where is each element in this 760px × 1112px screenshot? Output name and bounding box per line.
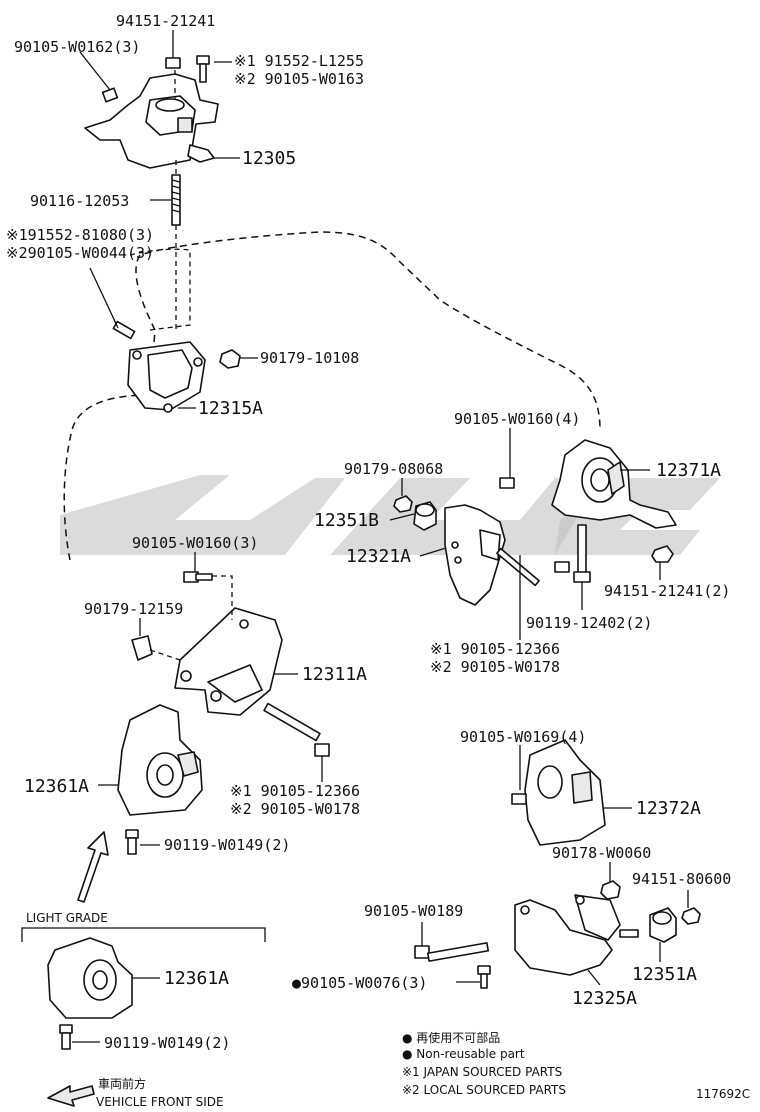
bolt-icon-90105-W0160-3 (183, 571, 213, 583)
label-12351B: 12351B (314, 510, 379, 531)
label-90105-12366-b: ※1 90105-12366 (230, 782, 360, 800)
label-90105-W0162: 90105-W0162(3) (14, 38, 140, 56)
engine-outline-inner (129, 248, 191, 331)
front-direction-arrow-icon (77, 831, 109, 903)
label-12311A: 12311A (302, 664, 367, 685)
label-90105-W0160-4: 90105-W0160(4) (454, 410, 580, 428)
label-90179-10108: 90179-10108 (260, 349, 359, 367)
bolt-icon-12315A (112, 320, 136, 340)
label-90105-W0178-a: ※2 90105-W0178 (430, 658, 560, 676)
nut-icon-90179-12159 (131, 635, 153, 661)
label-90119-12402: 90119-12402(2) (526, 614, 652, 632)
label-90105-12366-a: ※1 90105-12366 (430, 640, 560, 658)
legend: ● 再使用不可部品 ● Non-reusable part ※1 JAPAN S… (402, 1030, 566, 1097)
bolt-icon-90119-W0149 (125, 829, 139, 855)
nut-icon-top (165, 57, 181, 69)
label-191552-81080: ※191552-81080(3) (6, 226, 154, 244)
bracket-12325A (514, 894, 621, 976)
bolt-icon-90105-W0189 (414, 942, 490, 962)
label-94151-21241-2: 94151-21241(2) (604, 582, 730, 600)
mount-12361A-light (47, 937, 133, 1019)
label-12325A: 12325A (572, 988, 637, 1009)
label-12372A: 12372A (636, 798, 701, 819)
bolt-icon-90105-W0076 (477, 965, 491, 989)
label-90105-W0160-3: 90105-W0160(3) (132, 534, 258, 552)
engine-outline (63, 231, 601, 561)
vehicle-front-arrow-icon (47, 1085, 95, 1107)
label-90105-W0169: 90105-W0169(4) (460, 728, 586, 746)
label-12321A: 12321A (346, 546, 411, 567)
label-91552-L1255: ※1 91552-L1255 (234, 52, 364, 70)
label-90105-W0178-b: ※2 90105-W0178 (230, 800, 360, 818)
label-90105-W0044: ※290105-W0044(3) (6, 244, 154, 262)
figure-id: 117692C (696, 1087, 750, 1101)
bracket-12311A (174, 607, 283, 716)
label-12371A: 12371A (656, 460, 721, 481)
bracket-dash-lines (149, 575, 233, 661)
part-labels: 94151-21241 90105-W0162(3) ※1 91552-L125… (6, 12, 731, 1052)
label-12305: 12305 (242, 148, 296, 169)
top-mount-dash-lines (174, 70, 177, 330)
mount-12372A (524, 739, 606, 846)
label-90105-W0189: 90105-W0189 (364, 902, 463, 920)
legend-nonreusable-en: ● Non-reusable part (402, 1047, 525, 1061)
label-90179-12159: 90179-12159 (84, 600, 183, 618)
label-90116-12053: 90116-12053 (30, 192, 129, 210)
nut-icon-94151-21241-2 (651, 545, 674, 563)
stud-icon-12325A (619, 929, 639, 938)
legend-local-sourced: ※2 LOCAL SOURCED PARTS (402, 1083, 566, 1097)
leader-lines (72, 30, 689, 1043)
front-side-jp: 車両前方 (98, 1076, 146, 1091)
label-90105-W0076: ●90105-W0076(3) (292, 974, 427, 992)
nut-icon-90178-W0060 (600, 880, 621, 900)
bolt-icon-90119-W0149-light (59, 1024, 73, 1050)
label-12351A: 12351A (632, 964, 697, 985)
bolt-icon-90119-12402 (573, 524, 591, 583)
label-94151-80600: 94151-80600 (632, 870, 731, 888)
label-12361A: 12361A (24, 776, 89, 797)
label-90105-W0163: ※2 90105-W0163 (234, 70, 364, 88)
mount-12371A (551, 439, 677, 529)
nut-icon-90179-08068 (393, 495, 413, 513)
label-90179-08068: 90179-08068 (344, 460, 443, 478)
stud-icon-90116 (171, 174, 181, 226)
bolt-icon-90105-W0160-4 (499, 477, 515, 489)
front-side-en: VEHICLE FRONT SIDE (96, 1095, 224, 1109)
nut-icon-90179-10108 (219, 349, 241, 369)
upper-mount-12305 (84, 73, 219, 169)
bracket-12321A (444, 504, 506, 606)
bolt-icon-top-left (101, 87, 119, 103)
label-90119-W0149: 90119-W0149(2) (164, 836, 290, 854)
label-12361A-light: 12361A (164, 968, 229, 989)
nut-icon-94151-80600 (681, 907, 701, 925)
bracket-12315A (127, 341, 206, 413)
bolt-icon-90105-12366-b (263, 702, 330, 757)
mount-12361A (117, 704, 203, 816)
legend-nonreusable-jp: ● 再使用不可部品 (402, 1030, 500, 1045)
bolt-icon-90105-W0169 (511, 793, 527, 805)
bushing-12351A (649, 907, 677, 943)
label-94151-21241: 94151-21241 (116, 12, 215, 30)
label-12315A: 12315A (198, 398, 263, 419)
bushing-12351B (413, 501, 437, 531)
bolt-icon-top-right (196, 55, 210, 83)
label-90119-W0149-light: 90119-W0149(2) (104, 1034, 230, 1052)
legend-japan-sourced: ※1 JAPAN SOURCED PARTS (402, 1065, 562, 1079)
light-grade-bracket (21, 927, 266, 942)
label-90178-W0060: 90178-W0060 (552, 844, 651, 862)
label-light-grade: LIGHT GRADE (26, 911, 108, 925)
